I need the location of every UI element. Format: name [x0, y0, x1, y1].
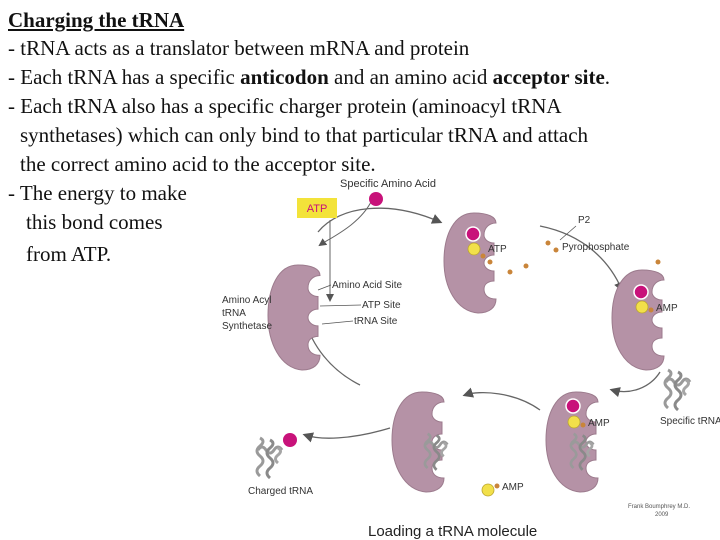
amp-label-right: AMP	[656, 303, 678, 314]
charged-trna-amino-acid	[283, 433, 297, 447]
charged-trna-label: Charged tRNA	[248, 486, 313, 497]
bullet-energy-line2: this bond comes	[26, 210, 163, 234]
charged-trna-shape	[255, 436, 284, 480]
atp-box	[297, 198, 337, 218]
credit-line2: 2009	[655, 512, 669, 518]
slide-title: Charging the t​RNA	[8, 8, 185, 32]
amp-label-bottom-right: AMP	[588, 418, 610, 429]
amino-acid-site-label: Amino Acid Site	[332, 280, 402, 291]
specific-trna-label: Specific tRNA	[660, 416, 720, 427]
atp-box-label: ATP	[307, 203, 328, 215]
bullet-charger-line2: synthetases) which can only bind to that…	[20, 123, 589, 147]
bullet-anticodon: - Each t​RNA has a specific anticodon an…	[8, 65, 610, 89]
bullet-charger-line3: the correct amino acid to the acceptor s…	[20, 152, 376, 176]
bullet-anticodon-mid: and an amino acid	[328, 65, 493, 89]
bound-atp-top	[467, 242, 481, 256]
bound-amino-acid-right	[633, 284, 649, 300]
atp-site-label: ATP Site	[362, 300, 401, 311]
synthetase-enzyme-left	[267, 264, 321, 371]
specific-trna-shape	[663, 368, 692, 412]
bullet-anticodon-pre: - Each t​RNA has a specific	[8, 65, 241, 89]
bullet-energy-line1: - The energy to make	[8, 181, 187, 205]
bullet-energy-line3: from ATP.	[26, 242, 112, 266]
credit-line1: Frank Boumphrey M.D.	[628, 504, 690, 510]
trna-site-label: tRNA Site	[354, 316, 398, 327]
diagram-caption: Loading a tRNA molecule	[368, 523, 537, 540]
bullet-translator: - t​RNA acts as a translator between m​R…	[8, 36, 470, 60]
synthetase-label-line2: tRNA	[222, 308, 246, 319]
bound-amino-acid-top	[465, 226, 481, 242]
anticodon-term: anticodon	[240, 65, 329, 89]
acceptor-site-term: acceptor site	[492, 65, 605, 89]
bullet-anticodon-post: .	[604, 65, 611, 89]
synthetase-label-line3: Synthetase	[222, 321, 272, 332]
atp-label: ATP	[488, 244, 507, 255]
bound-amp-bottom-right	[567, 415, 581, 429]
p2-label: P2	[578, 215, 591, 226]
specific-amino-acid-dot	[369, 192, 383, 206]
synthetase-label-line1: Amino Acyl	[222, 295, 271, 306]
pyrophosphate-label: Pyrophosphate	[562, 242, 630, 253]
amp-label-released: AMP	[502, 482, 524, 493]
bound-amino-acid-bottom-right	[565, 398, 581, 414]
released-amp	[481, 483, 495, 497]
bullet-charger-line1: - Each t​RNA also has a specific charger…	[8, 94, 562, 118]
bound-amp-right	[635, 300, 649, 314]
specific-amino-acid-label: Specific Amino Acid	[340, 178, 436, 190]
